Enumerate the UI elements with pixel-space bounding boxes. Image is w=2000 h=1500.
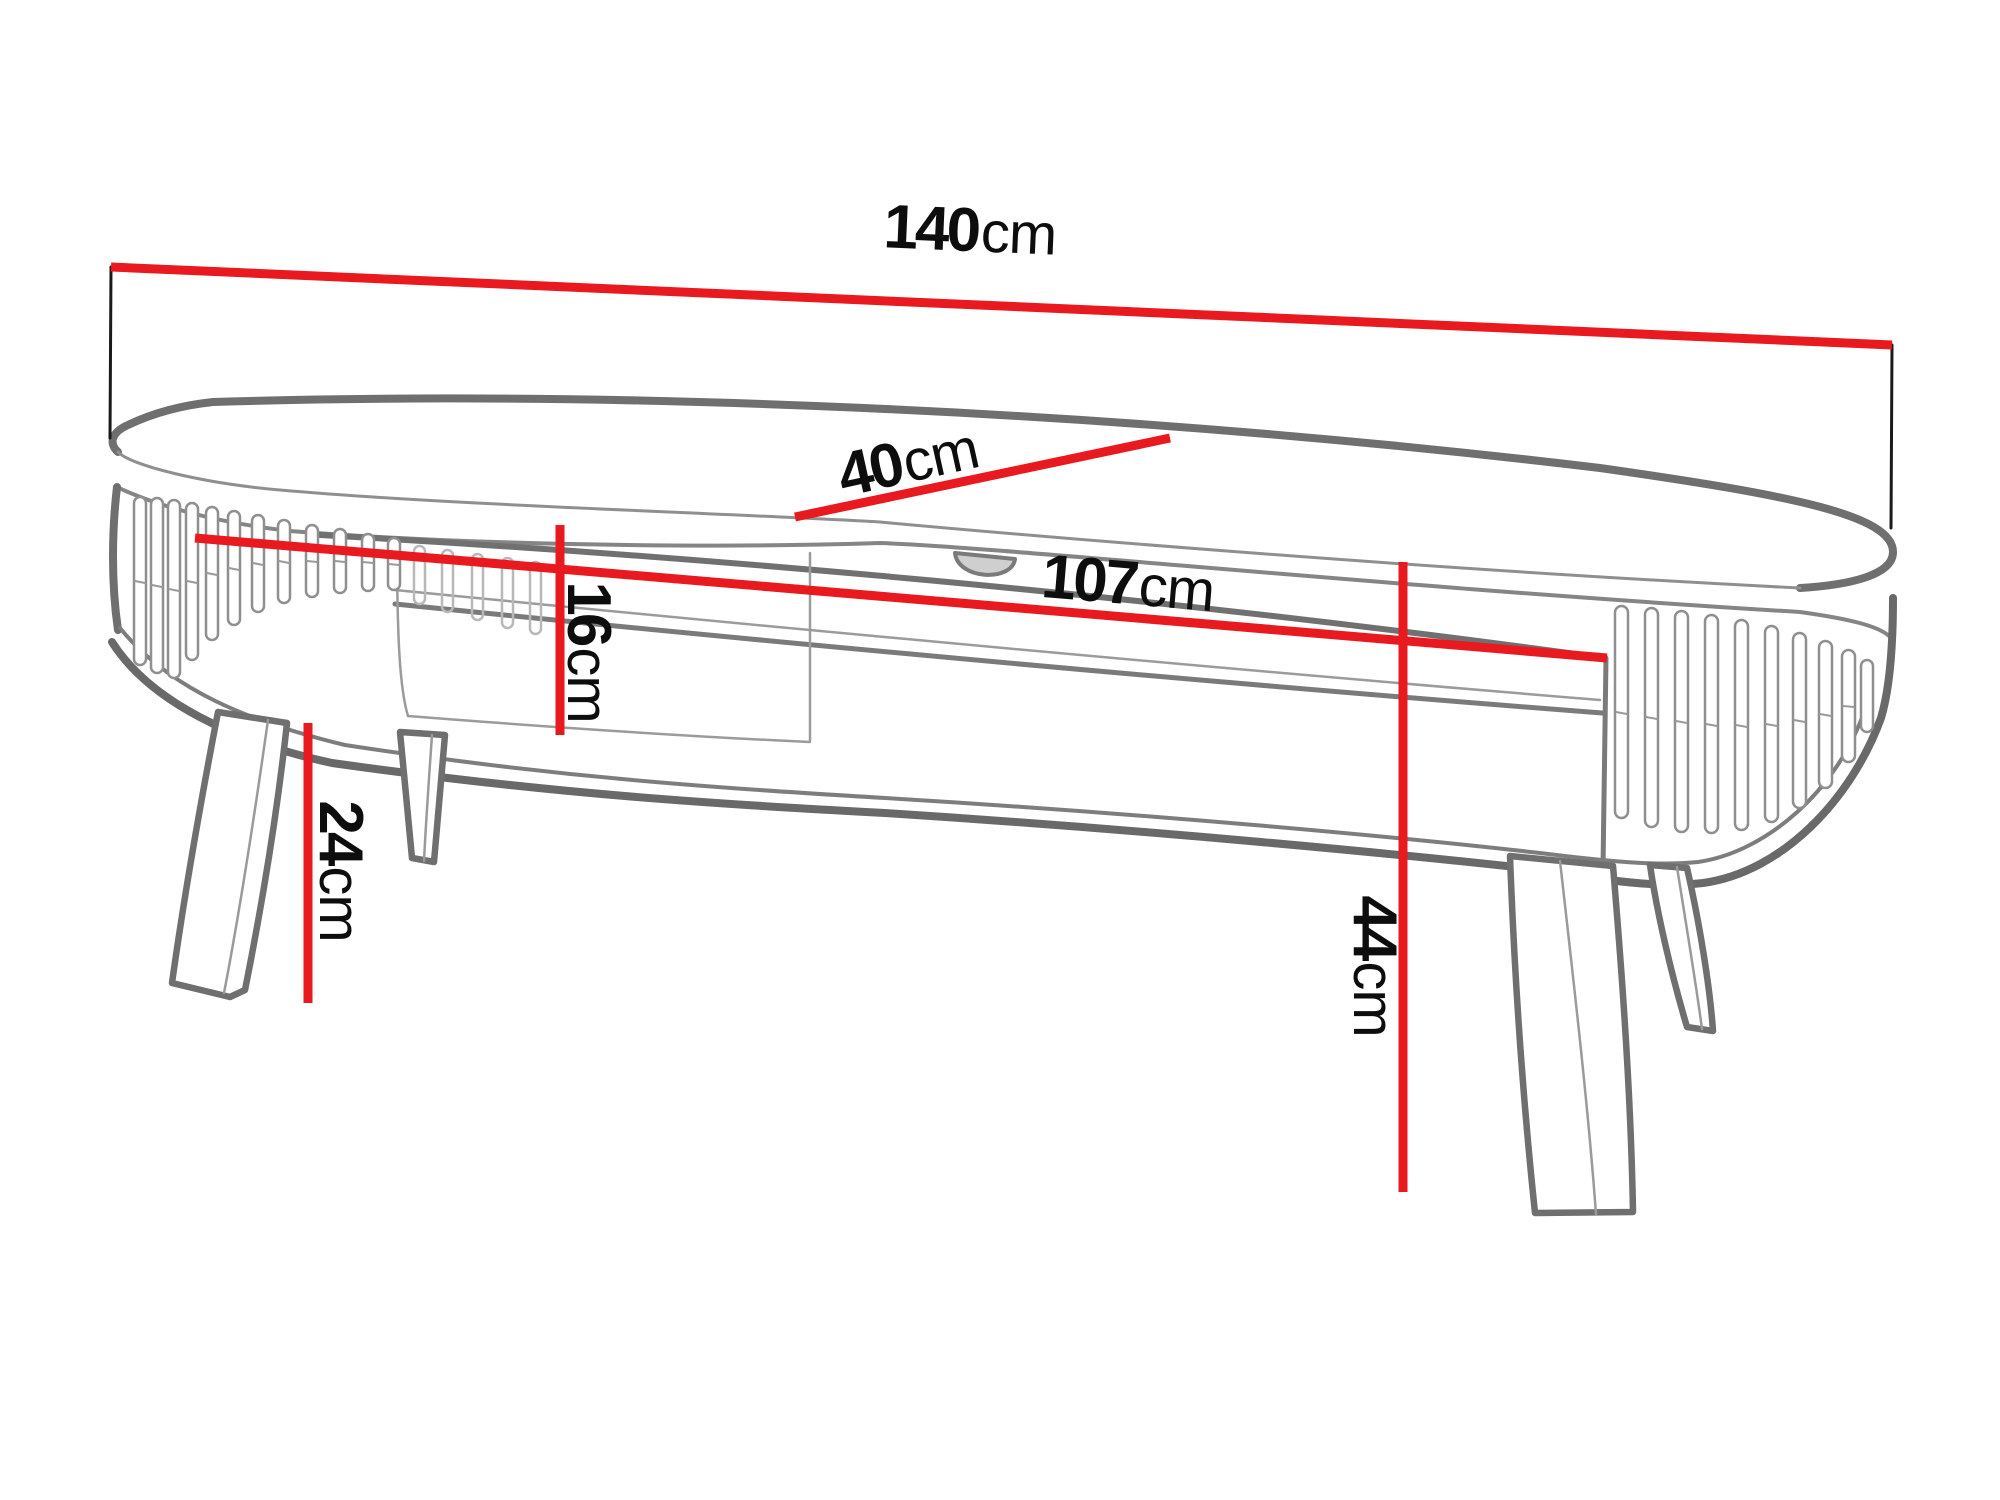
dimension-value: 107: [1039, 541, 1139, 619]
dimension-value: 44: [1340, 895, 1409, 959]
dimension-value: 40: [831, 429, 908, 511]
dimension-value: 24: [306, 800, 375, 864]
front-right-leg: [1506, 852, 1637, 1217]
dimension-label-overall-height: 44cm: [1340, 895, 1409, 1037]
dimension-unit: cm: [979, 199, 1058, 268]
dimension-value: 140: [882, 192, 980, 266]
witness-lines: [108, 265, 1894, 530]
dimension-value: 16: [554, 581, 623, 645]
dimension-label-interior-width: 107cm: [1039, 542, 1217, 625]
dimension-label-overall-width: 140cm: [882, 192, 1058, 268]
dimension-unit: cm: [1136, 553, 1217, 625]
tv-bench-drawing: [108, 262, 1897, 1217]
left-cap-outer-edge: [109, 483, 122, 634]
dimension-label-leg-height: 24cm: [306, 800, 375, 942]
niche-floor-front-edge: [406, 714, 812, 744]
left-slat-panel: [132, 495, 402, 680]
legs: [168, 708, 1717, 1217]
dimension-unit: cm: [1341, 961, 1406, 1037]
dimension-unit: cm: [307, 866, 372, 942]
dimension-label-niche-height: 16cm: [554, 581, 623, 723]
right-cap-inner-edge: [1600, 655, 1609, 871]
tabletop-front-edge: [116, 450, 1802, 590]
front-left-leg: [168, 708, 291, 1001]
tabletop-surface: [112, 398, 1893, 588]
dimension-lines: [110, 262, 1893, 1192]
interior-slat-hints: [412, 544, 543, 636]
body-bottom-silhouette: [108, 594, 1897, 889]
dimension-line-interior-width: [194, 533, 1608, 663]
drawer-pull-notch: [953, 551, 1017, 577]
left-slat-ticks: [134, 560, 400, 592]
leg-seam-lines: [222, 718, 1704, 1216]
tabletop-back-edge: [108, 394, 1897, 592]
base-rim-upper-edge: [118, 626, 1866, 866]
witness-line-right: [1889, 343, 1894, 530]
right-slat-ticks: [1615, 705, 1855, 728]
dimension-line-top-depth: [794, 433, 1171, 522]
dimension-unit: cm: [555, 647, 620, 723]
dimension-line-overall-width: [110, 262, 1893, 350]
witness-line-left: [108, 265, 113, 440]
back-left-leg: [396, 728, 449, 866]
